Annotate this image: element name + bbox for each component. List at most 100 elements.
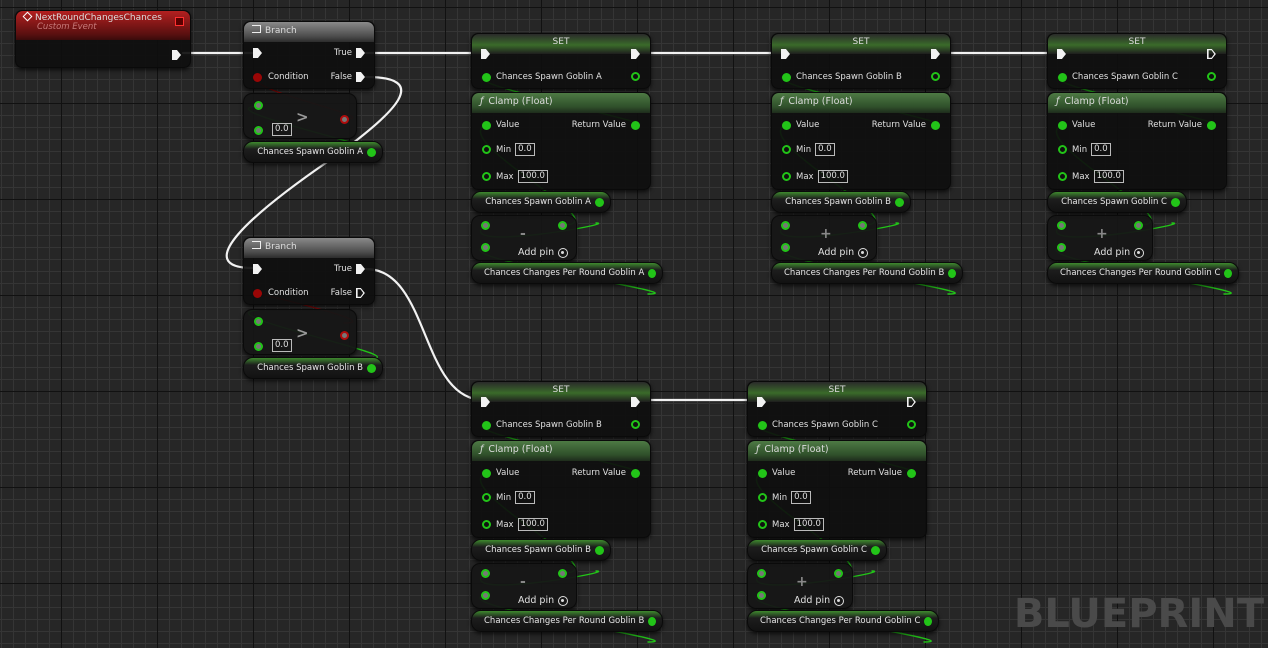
variable-getter[interactable]: Chances Spawn Goblin B — [243, 357, 383, 379]
math-result-pin[interactable] — [834, 569, 843, 578]
getter-out-pin[interactable] — [895, 197, 904, 207]
add-pin-button[interactable] — [558, 247, 569, 258]
add-pin-button[interactable] — [834, 595, 845, 606]
return-value-pin[interactable] — [631, 120, 640, 130]
math-a-pin[interactable] — [781, 221, 790, 230]
value-in-pin[interactable] — [1058, 120, 1067, 130]
getter-out-pin[interactable] — [1224, 268, 1232, 278]
exec-in-pin[interactable] — [481, 49, 490, 59]
getter-out-pin[interactable] — [367, 363, 376, 373]
math-a-pin[interactable] — [481, 569, 490, 578]
event-delegate-pin-icon[interactable] — [175, 17, 184, 26]
exec-out-pin[interactable] — [1207, 49, 1216, 59]
false-exec-pin[interactable] — [356, 288, 365, 298]
getter-out-pin[interactable] — [367, 147, 376, 157]
math-b-pin[interactable] — [481, 243, 490, 252]
max-pin[interactable] — [482, 172, 491, 181]
variable-getter[interactable]: Chances Spawn Goblin B — [771, 191, 911, 213]
max-value-input[interactable]: 100.0 — [817, 170, 848, 183]
math-result-pin[interactable] — [558, 221, 567, 230]
math-node[interactable]: -Add pin — [471, 563, 577, 609]
math-a-pin[interactable] — [481, 221, 490, 230]
math-node[interactable]: +Add pin — [747, 563, 853, 609]
exec-in-pin[interactable] — [481, 397, 490, 407]
add-pin-button[interactable] — [558, 595, 569, 606]
min-value-input[interactable]: 0.0 — [815, 143, 835, 156]
false-exec-pin[interactable] — [356, 72, 365, 82]
return-value-pin[interactable] — [1207, 120, 1216, 130]
greater-than-node[interactable]: 0.0> — [243, 309, 357, 355]
value-in-pin[interactable] — [782, 120, 791, 130]
variable-getter[interactable]: Chances Changes Per Round Goblin C — [1047, 262, 1239, 284]
exec-in-pin[interactable] — [781, 49, 790, 59]
compare-result-pin[interactable] — [340, 115, 349, 124]
custom-event-node[interactable]: NextRoundChangesChances Custom Event — [15, 10, 191, 68]
min-value-input[interactable]: 0.0 — [515, 491, 535, 504]
return-value-pin[interactable] — [631, 468, 640, 478]
max-pin[interactable] — [758, 520, 767, 529]
compare-a-pin[interactable] — [254, 101, 263, 110]
true-exec-pin[interactable] — [356, 48, 365, 58]
variable-getter[interactable]: Chances Spawn Goblin A — [471, 191, 611, 213]
math-b-pin[interactable] — [757, 591, 766, 600]
exec-out-pin[interactable] — [931, 49, 940, 59]
max-value-input[interactable]: 100.0 — [793, 518, 824, 531]
value-in-pin[interactable] — [758, 468, 767, 478]
math-b-pin[interactable] — [481, 591, 490, 600]
variable-getter[interactable]: Chances Changes Per Round Goblin A — [471, 262, 663, 284]
set-value-out-pin[interactable] — [931, 72, 940, 81]
min-pin[interactable] — [782, 145, 791, 154]
min-value-input[interactable]: 0.0 — [515, 143, 535, 156]
min-pin[interactable] — [482, 145, 491, 154]
condition-pin[interactable] — [253, 72, 262, 82]
math-b-pin[interactable] — [781, 243, 790, 252]
set-value-in-pin[interactable] — [482, 420, 491, 430]
getter-out-pin[interactable] — [871, 545, 880, 555]
exec-in-pin[interactable] — [253, 264, 262, 274]
math-result-pin[interactable] — [558, 569, 567, 578]
min-value-input[interactable]: 0.0 — [1091, 143, 1111, 156]
getter-out-pin[interactable] — [648, 268, 656, 278]
exec-out-pin[interactable] — [907, 397, 916, 407]
variable-getter[interactable]: Chances Changes Per Round Goblin B — [771, 262, 963, 284]
max-value-input[interactable]: 100.0 — [1093, 170, 1124, 183]
math-node[interactable]: -Add pin — [471, 215, 577, 261]
min-pin[interactable] — [758, 493, 767, 502]
compare-result-pin[interactable] — [340, 331, 349, 340]
set-value-out-pin[interactable] — [1207, 72, 1216, 81]
return-value-pin[interactable] — [931, 120, 940, 130]
getter-out-pin[interactable] — [595, 197, 604, 207]
math-result-pin[interactable] — [1134, 221, 1143, 230]
math-b-pin[interactable] — [1057, 243, 1066, 252]
exec-in-pin[interactable] — [757, 397, 766, 407]
math-node[interactable]: +Add pin — [771, 215, 877, 261]
add-pin-button[interactable] — [1134, 247, 1145, 258]
math-result-pin[interactable] — [858, 221, 867, 230]
min-value-input[interactable]: 0.0 — [791, 491, 811, 504]
variable-getter[interactable]: Chances Spawn Goblin C — [747, 539, 887, 561]
max-pin[interactable] — [482, 520, 491, 529]
variable-getter[interactable]: Chances Spawn Goblin C — [1047, 191, 1187, 213]
set-value-in-pin[interactable] — [1058, 72, 1067, 82]
compare-b-pin[interactable] — [254, 126, 263, 135]
compare-value-input[interactable]: 0.0 — [272, 339, 292, 352]
variable-getter[interactable]: Chances Changes Per Round Goblin B — [471, 610, 663, 632]
add-pin-button[interactable] — [858, 247, 869, 258]
min-pin[interactable] — [482, 493, 491, 502]
math-node[interactable]: +Add pin — [1047, 215, 1153, 261]
max-pin[interactable] — [1058, 172, 1067, 181]
exec-in-pin[interactable] — [1057, 49, 1066, 59]
condition-pin[interactable] — [253, 288, 262, 298]
set-value-out-pin[interactable] — [631, 72, 640, 81]
getter-out-pin[interactable] — [1171, 197, 1180, 207]
exec-out-pin[interactable] — [631, 49, 640, 59]
